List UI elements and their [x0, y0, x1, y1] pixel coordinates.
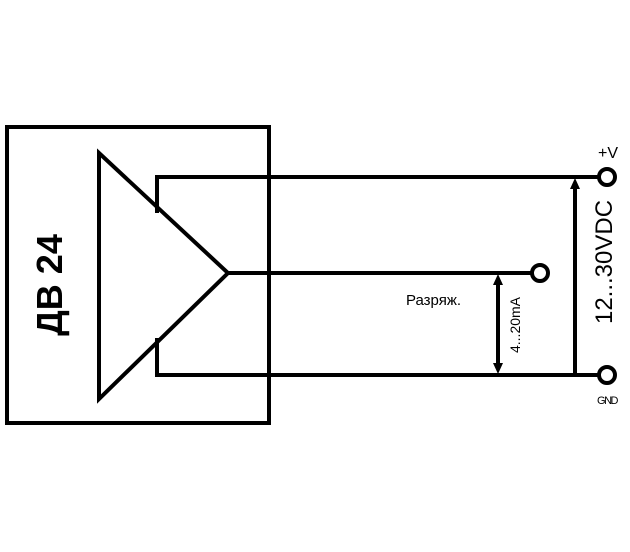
ground-wire: [155, 338, 599, 377]
terminal-signal: [530, 263, 550, 283]
amplifier-triangle: [97, 148, 231, 404]
supply-label: 12...30VDC: [591, 200, 618, 324]
current-label: 4...20mA: [507, 296, 523, 353]
current-arrow-head-top: [493, 274, 503, 285]
current-arrow-head-bottom: [493, 363, 503, 374]
gnd-label: GND: [597, 395, 619, 407]
supply-arrow-head: [570, 178, 580, 189]
plus-label: +V: [598, 145, 618, 162]
terminal-plus: [597, 167, 617, 187]
device-label: ДВ 24: [29, 234, 70, 336]
supply-wire: [155, 175, 599, 213]
signal-label: Разряж.: [406, 292, 461, 309]
terminal-gnd: [597, 365, 617, 385]
